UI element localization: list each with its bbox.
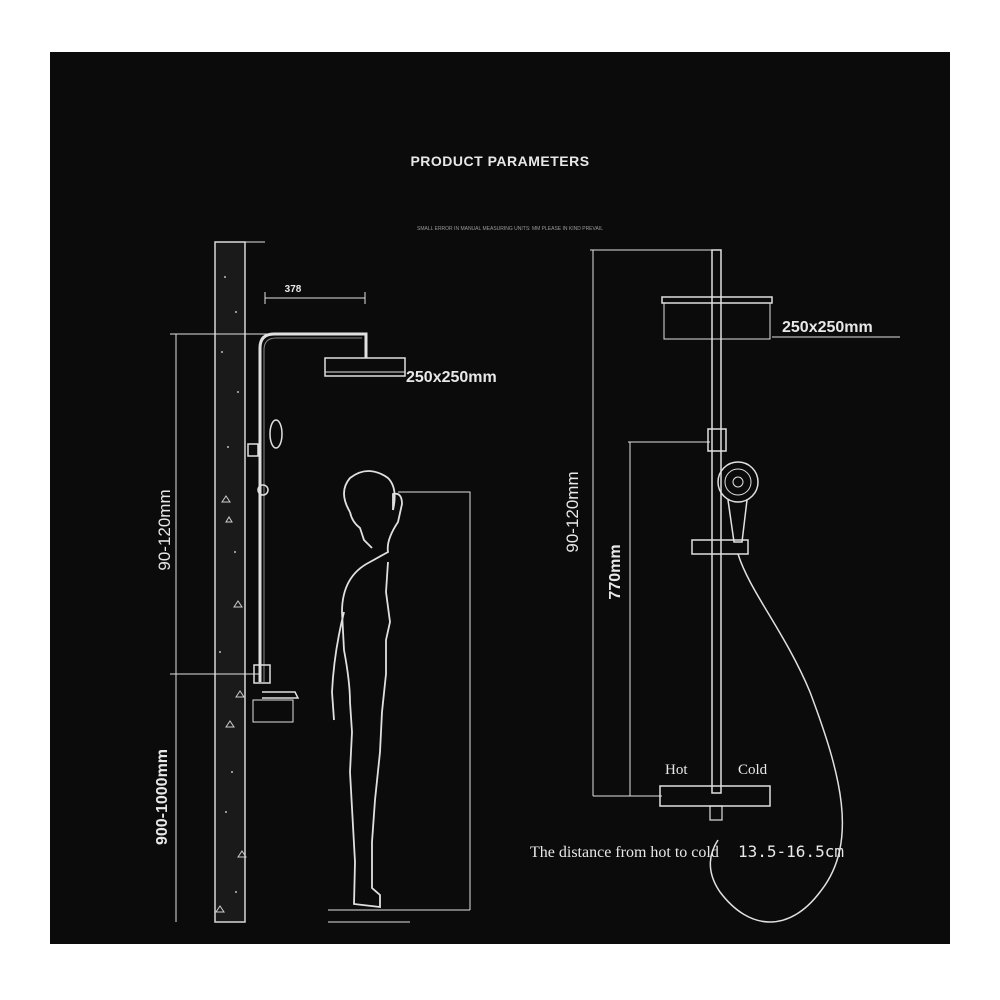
right-height-dimensions — [590, 249, 900, 797]
hot-label: Hot — [665, 762, 688, 778]
diverter — [707, 428, 727, 452]
cold-label: Cold — [738, 762, 768, 778]
right-upper-height-label: 90-120mm — [563, 471, 582, 552]
thermostatic-mixer — [659, 785, 771, 821]
left-head-size-label: 250x250mm — [406, 369, 497, 386]
wall-section — [214, 241, 265, 923]
subtitle-note: SMALL ERROR IN MANUAL MEASURING UNITS: M… — [417, 226, 603, 232]
right-hand-shower — [691, 461, 844, 923]
page-title: PRODUCT PARAMETERS — [410, 153, 589, 169]
left-lower-height-label: 900-1000mm — [154, 749, 171, 845]
diagram-panel: PRODUCT PARAMETERS SMALL ERROR IN MANUAL… — [50, 52, 950, 944]
right-product-diagram — [590, 249, 900, 923]
distance-value: 13.5-16.5cm — [738, 842, 844, 861]
glass-panel-outline — [328, 491, 471, 911]
shower-dimension-diagram: PRODUCT PARAMETERS SMALL ERROR IN MANUAL… — [154, 153, 900, 923]
left-height-dimensions — [170, 333, 270, 922]
distance-note: The distance from hot to cold — [530, 844, 719, 861]
person-silhouette — [331, 470, 403, 909]
slide-bar — [711, 249, 722, 794]
right-head-size-label: 250x250mm — [782, 319, 873, 336]
left-installation-diagram — [170, 241, 471, 923]
arm-width-dimension — [264, 292, 366, 304]
arm-width-label: 378 — [285, 284, 302, 295]
right-rain-head — [661, 296, 773, 340]
slide-height-label: 770mm — [607, 544, 624, 599]
left-upper-height-label: 90-120mm — [155, 489, 174, 570]
left-shower-column — [247, 332, 406, 723]
